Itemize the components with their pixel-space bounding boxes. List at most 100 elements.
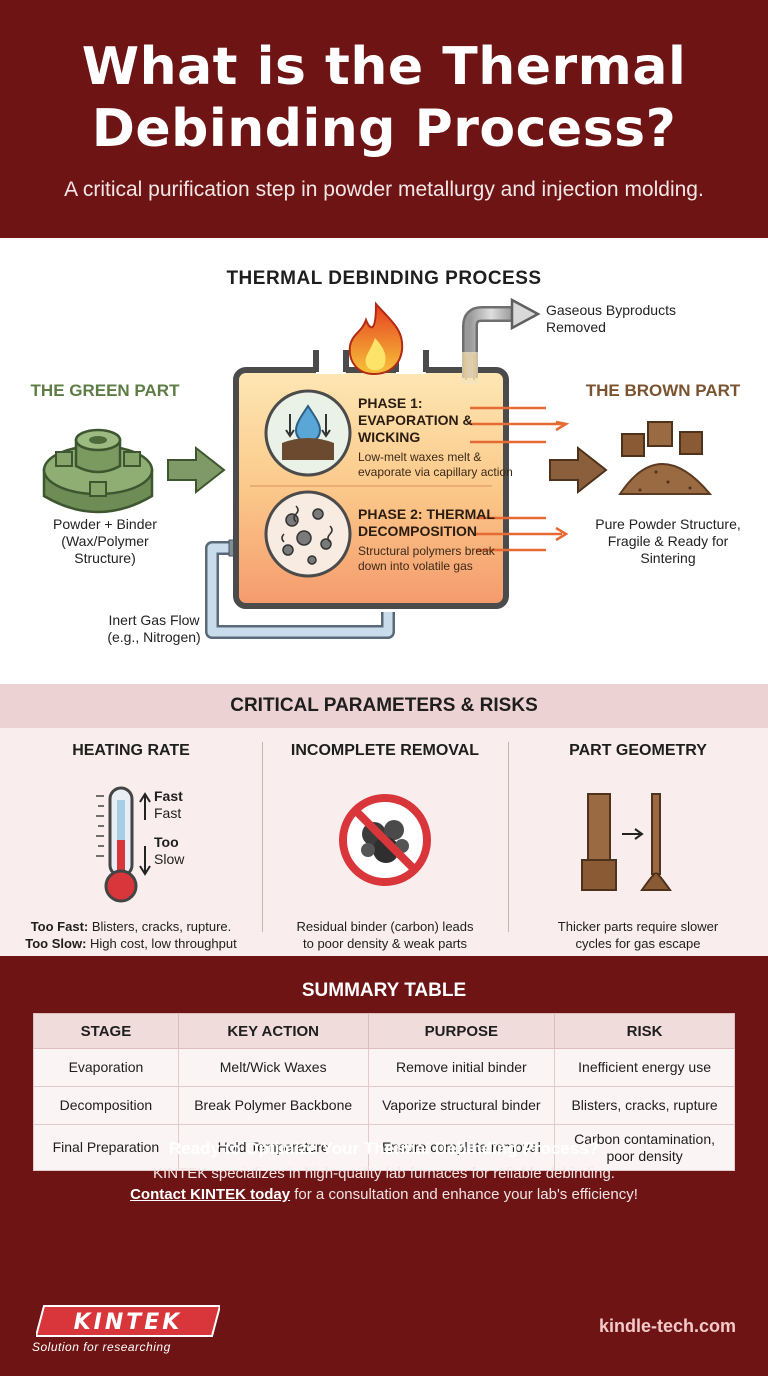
phase1-text-line: evaporate via capillary action [358, 465, 513, 479]
too-slow-text: High cost, low throughput [86, 936, 237, 951]
brand-tagline: Solution for researching [32, 1340, 171, 1354]
table-cell: Hold Temperature [177, 1124, 369, 1171]
fast-label-bold: Fast [154, 788, 183, 804]
brown-part-desc-line: Sintering [640, 550, 696, 566]
table-header-row: STAGE KEY ACTION PURPOSE RISK [33, 1013, 735, 1049]
part-geometry-icon [581, 793, 672, 891]
phase2-description: Structural polymers break down into vola… [358, 544, 495, 574]
contact-link[interactable]: Contact KINTEK today [130, 1186, 291, 1203]
too-fast-line: Too Fast: Blisters, cracks, rupture. [0, 918, 262, 935]
cta-line1: KINTEK specializes in high-quality lab f… [153, 1165, 615, 1182]
heating-rate-title: HEATING RATE [72, 742, 190, 759]
column-divider [508, 742, 509, 932]
gas-out-line: Removed [546, 319, 606, 335]
cta-question: Ready to Optimize Your Thermal Debinding… [168, 1139, 600, 1158]
too-slow-line: Too Slow: High cost, low throughput [0, 935, 262, 952]
prohibited-carbon-icon [339, 794, 431, 886]
logo-text: KINTEK [74, 1310, 183, 1335]
output-arrows [470, 406, 570, 552]
exhaust-pipe [462, 297, 541, 384]
phase1-title-line: WICKING [358, 429, 421, 445]
page-title: What is the Thermal Debinding Process? [0, 36, 768, 160]
process-title: THERMAL DEBINDING PROCESS [226, 268, 542, 289]
table-cell: Vaporize structural binder [367, 1086, 556, 1125]
table-row: Evaporation Melt/Wick Waxes Remove initi… [33, 1048, 735, 1087]
header: What is the Thermal Debinding Process? A… [0, 0, 768, 238]
kintek-logo: KINTEK [36, 1305, 220, 1337]
green-part-description: Powder + Binder (Wax/Polymer Structure) [20, 516, 190, 567]
phase2-text-line: Structural polymers break [358, 544, 495, 558]
table-cell: Melt/Wick Waxes [177, 1048, 369, 1087]
table-row: Decomposition Break Polymer Backbone Vap… [33, 1086, 735, 1125]
removal-desc-line: to poor density & weak parts [302, 936, 468, 951]
table-cell: Carbon contamination, poor density [554, 1124, 735, 1171]
flame-icon [348, 301, 404, 376]
input-arrow-icon [167, 445, 226, 495]
table-cell: Ensure complete removal [367, 1124, 556, 1171]
summary-title: SUMMARY TABLE [301, 980, 467, 1001]
phase1-title-line: EVAPORATION & [358, 412, 473, 428]
table-cell: Final Preparation [33, 1124, 179, 1171]
incomplete-removal-description: Residual binder (carbon) leads to poor d… [262, 918, 508, 952]
cta-line2-text: for a consultation and enhance your lab'… [290, 1186, 638, 1203]
summary-table: STAGE KEY ACTION PURPOSE RISK Evaporatio… [33, 1013, 735, 1171]
green-part-desc-line: Structure) [74, 550, 136, 566]
table-header-cell: PURPOSE [367, 1013, 556, 1049]
table-cell: Decomposition [33, 1086, 179, 1125]
process-section: THERMAL DEBINDING PROCESS [0, 238, 768, 684]
gas-in-line: (e.g., Nitrogen) [107, 629, 201, 645]
website-link[interactable]: kindle-tech.com [598, 1316, 736, 1336]
gaseous-byproducts-label: Gaseous Byproducts Removed [546, 302, 686, 336]
table-cell: Remove initial binder [367, 1048, 556, 1087]
column-divider [262, 742, 263, 932]
table-cell: Inefficient energy use [554, 1048, 735, 1087]
call-to-action: Ready to Optimize Your Thermal Debinding… [0, 1139, 768, 1205]
brown-part-powder-icon [618, 421, 713, 495]
phase1-text-line: Low-melt waxes melt & [358, 450, 482, 464]
phase1-title: PHASE 1: EVAPORATION & WICKING [358, 395, 473, 446]
geometry-desc-line: Thicker parts require slower [557, 919, 719, 934]
too-fast-text: Blisters, cracks, rupture. [88, 919, 232, 934]
green-part-title: THE GREEN PART [30, 381, 180, 400]
parameters-title: CRITICAL PARAMETERS & RISKS [0, 684, 768, 728]
table-cell: Blisters, cracks, rupture [554, 1086, 735, 1125]
incomplete-removal-column: INCOMPLETE REMOVAL Residual binder (carb… [262, 728, 508, 956]
part-geometry-title: PART GEOMETRY [569, 742, 707, 759]
heating-rate-column: HEATING RATE Fast Fast Too Slow Too Fast… [0, 728, 262, 956]
page-subtitle: A critical purification step in powder m… [64, 178, 704, 201]
thermometer-icon [96, 786, 151, 903]
too-fast-bold: Too Fast: [30, 919, 89, 934]
evaporation-icon [264, 389, 352, 477]
phase2-text-line: down into volatile gas [358, 559, 473, 573]
phase2-title: PHASE 2: THERMAL DECOMPOSITION [358, 506, 495, 540]
phase2-title-line: PHASE 2: THERMAL [358, 506, 495, 522]
removal-desc-line: Residual binder (carbon) leads [296, 919, 474, 934]
part-geometry-description: Thicker parts require slower cycles for … [508, 918, 768, 952]
fast-label: Fast [154, 805, 182, 821]
incomplete-removal-title: INCOMPLETE REMOVAL [290, 742, 480, 759]
parameters-section: CRITICAL PARAMETERS & RISKS HEATING RATE… [0, 684, 768, 956]
table-row: Final Preparation Hold Temperature Ensur… [33, 1124, 735, 1171]
cta-line2: Contact KINTEK today for a consultation … [0, 1184, 768, 1205]
phase1-title-line: PHASE 1: [358, 395, 423, 411]
brown-part-desc-line: Fragile & Ready for [607, 533, 729, 549]
heating-rate-description: Too Fast: Blisters, cracks, rupture. Too… [0, 918, 262, 952]
gas-out-line: Gaseous Byproducts [546, 302, 676, 318]
geometry-desc-line: cycles for gas escape [575, 936, 701, 951]
table-header-cell: STAGE [33, 1013, 179, 1049]
output-arrow-icon [549, 445, 608, 495]
phase2-title-line: DECOMPOSITION [358, 523, 478, 539]
page-title-line1: What is the Thermal [81, 37, 687, 97]
part-geometry-column: PART GEOMETRY Thicker parts require slow… [508, 728, 768, 956]
process-diagram [42, 297, 713, 639]
table-cell: Evaporation [33, 1048, 179, 1087]
table-cell: Break Polymer Backbone [177, 1086, 369, 1125]
phase1-description: Low-melt waxes melt & evaporate via capi… [358, 450, 513, 480]
green-part-gear-icon [42, 428, 154, 514]
brown-part-title: THE BROWN PART [585, 381, 741, 400]
too-label-bold: Too [154, 834, 179, 850]
too-slow-bold: Too Slow: [25, 936, 87, 951]
table-header-cell: RISK [554, 1013, 735, 1049]
inert-gas-label: Inert Gas Flow (e.g., Nitrogen) [94, 612, 214, 646]
gas-in-line: Inert Gas Flow [108, 612, 200, 628]
